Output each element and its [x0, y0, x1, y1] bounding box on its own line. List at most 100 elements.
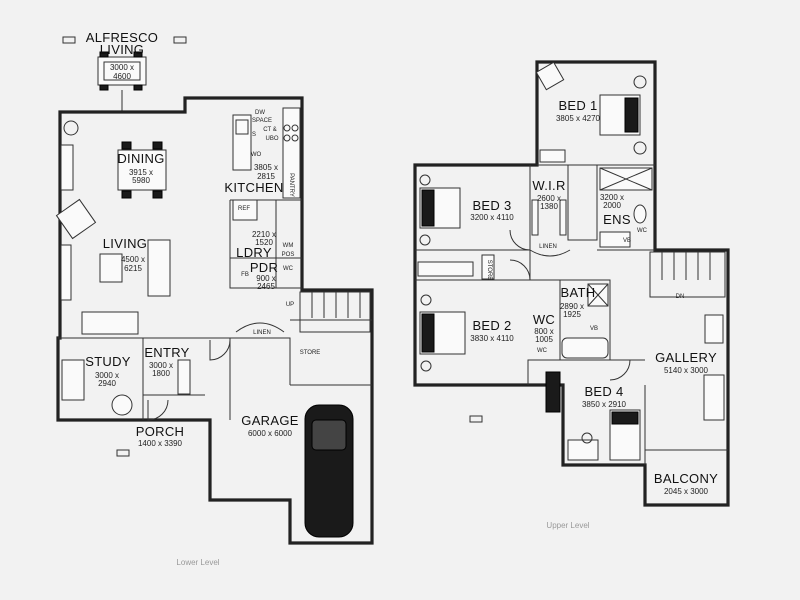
bed-4-desk	[567, 439, 599, 461]
kitchen-note-s: S	[252, 132, 256, 138]
tv-unit	[60, 244, 72, 301]
wir-label: W.I.R	[532, 178, 565, 193]
lower-interior-walls	[58, 199, 372, 420]
up-label: UP	[286, 302, 294, 308]
kitchen-dim: 3805 x	[254, 163, 278, 172]
laundry-dim: 2210 x	[252, 230, 276, 239]
entry-cabinet	[177, 359, 191, 395]
lower-stairs	[299, 291, 371, 333]
wir-shelf	[559, 199, 567, 236]
alfresco-dim: 3000 x	[110, 63, 134, 72]
wc-label-upper: WC	[637, 228, 648, 234]
window-marker	[469, 415, 483, 423]
living-label: LIVING	[103, 236, 147, 251]
lower-level-caption: Lower Level	[176, 558, 219, 567]
bath-dim: 2890 x	[560, 302, 584, 311]
alfresco-label-2: LIVING	[100, 42, 144, 57]
bed-4-pillow	[611, 411, 639, 425]
powder-dim: 900 x	[256, 274, 276, 283]
balcony-label: BALCONY	[654, 471, 718, 486]
kitchen-label: KITCHEN	[224, 180, 283, 195]
sofa	[81, 311, 139, 335]
bed-3-label: BED 3	[472, 198, 511, 213]
study-chair	[111, 394, 133, 416]
door-swing	[509, 229, 531, 251]
ensuite-vanity	[599, 231, 631, 248]
gallery-sofa	[703, 374, 725, 421]
pantry-label: PANTRY	[288, 173, 294, 197]
wc-label-lower: WC	[283, 266, 294, 272]
cooktop-burner	[291, 124, 299, 132]
kitchen-note-wo: WO	[251, 152, 262, 158]
vb-label-ens: VB	[623, 238, 631, 244]
kitchen-note-ct: CT &	[263, 127, 277, 133]
wir-shelf	[531, 199, 539, 236]
upper-level-caption: Upper Level	[546, 521, 589, 530]
wm-label: WM	[283, 243, 294, 249]
powder-dim-2: 2465	[257, 282, 275, 291]
plant	[63, 120, 79, 136]
shower-cross	[587, 283, 609, 307]
vb-label-bath: VB	[590, 326, 598, 332]
garage-dim: 6000 x 6000	[248, 429, 293, 438]
shower-cross	[599, 167, 653, 191]
ensuite-toilet	[633, 204, 647, 224]
bedside-lamp	[420, 360, 432, 372]
bedside-lamp	[420, 294, 432, 306]
linen-arch	[529, 249, 571, 257]
door-swing	[509, 259, 531, 281]
upper-level-plan: BED 1 3805 x 4270 BED 3 3200 x 4110 W.I.…	[413, 60, 730, 530]
wir-dim: 2600 x	[537, 194, 561, 203]
upper-stairs	[649, 251, 726, 298]
bed-3-wardrobe	[417, 261, 474, 277]
sofa	[147, 239, 171, 297]
bedside-lamp	[633, 75, 647, 89]
linen-arch	[235, 322, 285, 333]
laundry-label: LDRY	[236, 245, 272, 260]
bed-1-cabinet	[539, 149, 566, 163]
fridge-space	[232, 199, 258, 221]
window-marker	[62, 36, 76, 44]
dining-label: DINING	[117, 151, 164, 166]
bed-2-dim: 3830 x 4110	[470, 334, 514, 343]
store-cupboard	[481, 254, 495, 280]
linen-label-lower: LINEN	[253, 330, 271, 336]
powder-label: PDR	[250, 260, 278, 275]
wc-label-upper-2: WC	[537, 348, 548, 354]
dining-dim: 3915 x	[129, 168, 153, 177]
dn-label: DN	[676, 294, 685, 300]
bath-dim-2: 1925	[563, 310, 581, 319]
gallery-label: GALLERY	[655, 350, 717, 365]
bed-1-pillow	[624, 97, 639, 133]
bed-3-pillow	[421, 189, 435, 227]
dining-dim-2: 5980	[132, 176, 150, 185]
door-swing	[609, 359, 631, 381]
gallery-table	[704, 314, 724, 344]
alfresco-label: ALFRESCO	[86, 30, 158, 45]
bed-4-label: BED 4	[584, 384, 623, 399]
car	[304, 404, 354, 538]
door-swing	[209, 339, 231, 361]
entry-label: ENTRY	[144, 345, 189, 360]
kitchen-note-space: SPACE	[252, 118, 272, 124]
dining-table	[117, 141, 167, 199]
gallery-dim: 5140 x 3000	[664, 366, 709, 375]
laundry-dim-2: 1520	[255, 238, 273, 247]
bed-1-dim: 3805 x 4270	[556, 114, 601, 123]
kitchen-note-dw: DW	[255, 110, 265, 116]
armchair	[55, 198, 97, 240]
study-label: STUDY	[85, 354, 131, 369]
living-dim-2: 6215	[124, 264, 142, 273]
upper-outer-wall	[413, 60, 730, 507]
window-marker	[173, 36, 187, 44]
cooktop-burner	[283, 124, 291, 132]
porch-dim: 1400 x 3390	[138, 439, 183, 448]
lower-outer-wall	[56, 96, 374, 545]
bed-1-chair	[535, 61, 565, 91]
study-desk	[61, 359, 85, 401]
kitchen-sink	[235, 119, 249, 135]
wc-dim-2: 1005	[535, 335, 553, 344]
bed-2-label: BED 2	[472, 318, 511, 333]
bed-2-pillow	[421, 313, 435, 353]
